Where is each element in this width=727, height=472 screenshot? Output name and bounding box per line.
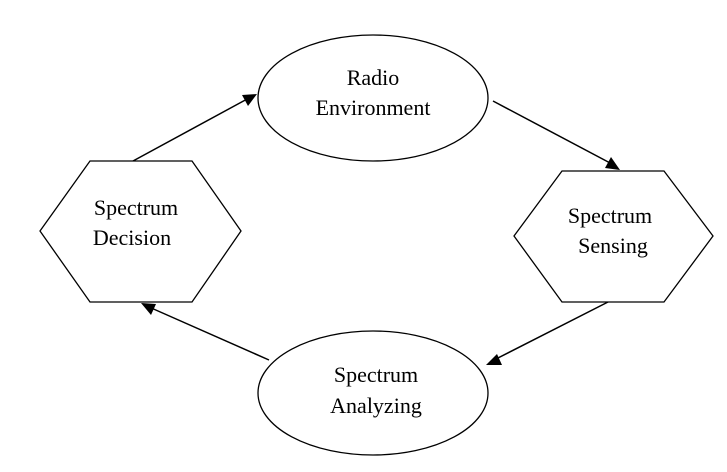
node-spectrum-sensing-line1: Spectrum bbox=[568, 203, 652, 228]
node-spectrum-decision: Spectrum Decision bbox=[39, 160, 242, 303]
node-radio-environment-line2: Environment bbox=[316, 95, 431, 120]
node-spectrum-sensing-line2: Sensing bbox=[578, 233, 648, 258]
edge-decision-to-radio bbox=[132, 94, 257, 162]
node-spectrum-sensing: Spectrum Sensing bbox=[513, 170, 714, 303]
node-spectrum-decision-line1: Spectrum bbox=[94, 195, 178, 220]
node-radio-environment: Radio Environment bbox=[257, 34, 489, 162]
node-spectrum-analyzing-line1: Spectrum bbox=[334, 362, 418, 387]
edge-radio-to-sensing bbox=[492, 100, 620, 170]
node-spectrum-analyzing-line2: Analyzing bbox=[330, 393, 422, 418]
edge-sensing-to-analyzing bbox=[486, 301, 609, 365]
node-radio-environment-line1: Radio bbox=[347, 65, 400, 90]
node-spectrum-decision-line2: Decision bbox=[93, 225, 171, 250]
node-spectrum-analyzing: Spectrum Analyzing bbox=[257, 330, 489, 456]
edge-analyzing-to-decision bbox=[141, 303, 270, 361]
